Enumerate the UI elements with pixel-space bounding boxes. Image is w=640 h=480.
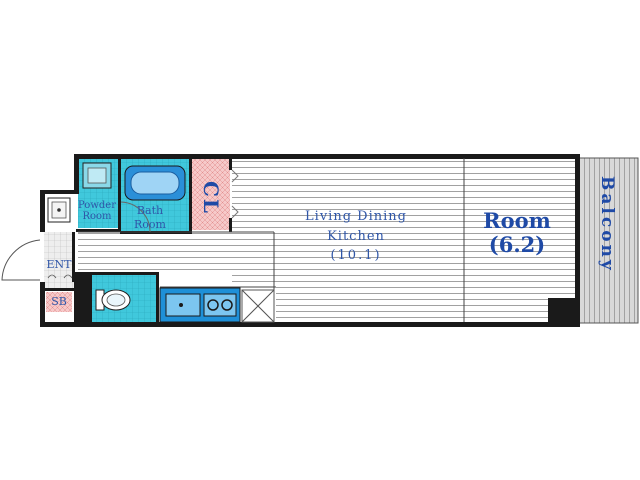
balcony-floor — [577, 157, 639, 324]
powder-room-label-line1: Powder — [78, 200, 116, 211]
room-size-label: (6.2) — [489, 232, 545, 257]
entrance-label: ENT — [47, 258, 73, 271]
bath-room-label-line2: Room — [134, 218, 167, 231]
toilet-icon — [95, 289, 131, 311]
balcony-label: Balcony — [597, 176, 617, 273]
bath-room-label-line1: Bath — [137, 204, 163, 217]
powder-room-label-line2: Room — [82, 211, 112, 222]
closet-label: CL — [199, 181, 223, 215]
closet-door-marks — [231, 169, 239, 219]
powder-cabinet-icon — [82, 162, 112, 189]
washbasin-icon — [47, 197, 71, 223]
ldk-size-label: (10.1) — [330, 248, 381, 263]
closet-floor — [192, 158, 230, 230]
corridor-floor — [78, 232, 274, 274]
walls — [40, 154, 580, 327]
shoe-box-label: SB — [51, 295, 67, 308]
shoe-box-floor — [46, 292, 72, 312]
bath-door-swing — [120, 201, 151, 233]
shoe-cabinet-door-icon — [47, 274, 73, 279]
refrigerator-space-icon — [241, 289, 275, 323]
room-label: Room — [483, 208, 551, 233]
bathtub-icon — [124, 165, 186, 201]
living-floor — [232, 158, 578, 323]
entrance-floor — [44, 232, 74, 288]
ldk-label-line2: Kitchen — [327, 229, 385, 244]
ldk-label-line1: Living Dining — [305, 209, 407, 224]
stove-icon — [203, 293, 237, 317]
entrance-door-swing — [1, 239, 41, 281]
